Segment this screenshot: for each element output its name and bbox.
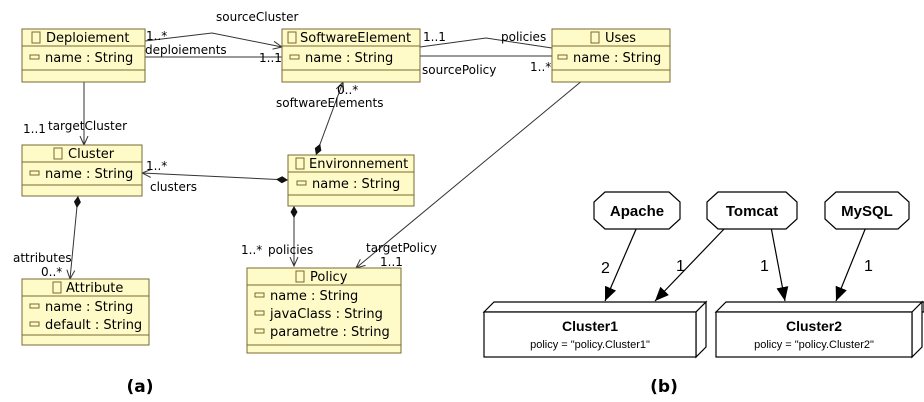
- class-icon: [52, 281, 62, 294]
- attribute-icon: [29, 54, 40, 60]
- assoc-softwareelements-line: [316, 82, 343, 156]
- edge-weight: 1: [676, 258, 685, 275]
- node-label: Tomcat: [726, 203, 778, 220]
- edge-tomcat-cluster1: [654, 226, 727, 302]
- cluster-name: Cluster1: [562, 318, 618, 334]
- class-title: Environnement: [309, 157, 408, 172]
- class-title: Uses: [605, 31, 636, 46]
- node-label: MySQL: [841, 203, 893, 220]
- mult-sw-uses: 1..1: [423, 30, 446, 44]
- class-cluster: Cluster name : String: [21, 144, 143, 197]
- mult-attr: 0..*: [41, 265, 62, 279]
- class-icon: [590, 31, 600, 44]
- class-icon: [287, 31, 297, 44]
- association-lines: [70, 32, 584, 279]
- attribute-icon: [29, 170, 40, 176]
- class-title: Attribute: [66, 281, 123, 296]
- class-softwareelement: SoftwareElement name : String: [281, 28, 421, 83]
- assoc-targetpolicy-line: [356, 79, 584, 268]
- assoc-policies-line: [419, 37, 553, 49]
- attribute-name: name : String: [270, 289, 358, 304]
- class-title: Cluster: [68, 147, 115, 162]
- class-title: Policy: [310, 270, 348, 285]
- attribute-name: name : String: [45, 51, 133, 66]
- class-environnement: Environnement name : String: [287, 154, 415, 207]
- role-sourcepolicy: sourcePolicy: [422, 63, 496, 77]
- deployment-graph: 2 1 1 1 Apache Tomcat MySQL Cluster1 pol…: [482, 191, 924, 359]
- role-clusters: clusters: [150, 180, 197, 194]
- role-targetpolicy: targetPolicy: [366, 241, 437, 255]
- edge-weight: 1: [864, 258, 873, 275]
- cluster-name: Cluster2: [786, 318, 842, 334]
- mult-dep-1: 1..*: [146, 29, 167, 43]
- node-tomcat: Tomcat: [706, 191, 798, 230]
- edge-apache-cluster1: [604, 226, 638, 302]
- mult-clusters: 1..*: [146, 159, 167, 173]
- edge-tomcat-cluster2: [770, 226, 789, 302]
- role-deploiements: deploiements: [145, 43, 227, 57]
- attribute-javaclass: javaClass : String: [269, 307, 383, 322]
- attribute-icon: [254, 310, 265, 316]
- class-title: Deploiement: [46, 31, 129, 46]
- attribute-icon: [296, 180, 307, 186]
- assoc-clusters-line: [142, 173, 289, 180]
- mult-policies: 1..*: [241, 243, 262, 257]
- cluster-policy: policy = "policy.Cluster1": [530, 339, 650, 351]
- attribute-name: name : String: [45, 167, 133, 182]
- association-labels: sourceCluster deploiements 1..* 1..1 pol…: [13, 10, 551, 279]
- role-policies-top: policies: [501, 30, 546, 44]
- attribute-parametre: parametre : String: [270, 325, 390, 340]
- attribute-icon: [254, 328, 265, 334]
- attribute-icon: [29, 321, 40, 327]
- assoc-attributes-line: [70, 195, 78, 279]
- node-mysql: MySQL: [824, 191, 910, 230]
- caption-a: (a): [126, 377, 153, 397]
- mult-tp: 1..1: [380, 255, 403, 269]
- role-policies: policies: [268, 243, 313, 257]
- attribute-name: name : String: [573, 51, 661, 66]
- assoc-sourcecluster-line: [144, 32, 282, 47]
- node-cluster1: Cluster1 policy = "policy.Cluster1": [482, 300, 708, 359]
- attribute-name: name : String: [312, 177, 400, 192]
- class-icon: [295, 270, 305, 283]
- role-sourcecluster: sourceCluster: [216, 10, 299, 24]
- uml-diagram: Deploiement name : String SoftwareElemen…: [13, 10, 671, 354]
- role-softwareelements: softwareElements: [276, 96, 383, 110]
- caption-b: (b): [650, 377, 678, 397]
- node-cluster2: Cluster2 policy = "policy.Cluster2": [714, 300, 924, 359]
- mult-sw: 0..*: [337, 83, 358, 97]
- attribute-default: default : String: [45, 318, 142, 333]
- cluster-policy: policy = "policy.Cluster2": [754, 339, 874, 351]
- edge-weight: 2: [601, 260, 610, 277]
- attribute-icon: [557, 54, 568, 60]
- mult-dep-2: 1..1: [259, 51, 282, 65]
- attribute-name: name : String: [305, 51, 393, 66]
- attribute-icon: [289, 54, 300, 60]
- class-icon: [31, 31, 41, 44]
- mult-target: 1..1: [23, 122, 46, 136]
- edge-weight: 1: [760, 258, 769, 275]
- attribute-icon: [29, 303, 40, 309]
- mult-uses: 1..*: [530, 60, 551, 74]
- role-targetcluster: targetCluster: [48, 119, 127, 133]
- attribute-icon: [254, 292, 265, 298]
- class-icon: [53, 147, 63, 160]
- class-title: SoftwareElement: [300, 31, 411, 46]
- edge-mysql-cluster2: [835, 226, 867, 302]
- attribute-name: name : String: [45, 300, 133, 315]
- class-deploiement: Deploiement name : String: [21, 28, 146, 83]
- class-attribute: Attribute name : String default : String: [21, 278, 150, 346]
- role-attributes: attributes: [13, 251, 72, 265]
- node-apache: Apache: [593, 191, 681, 230]
- class-policy: Policy name : String javaClass : String …: [246, 267, 402, 354]
- class-icon: [295, 157, 305, 170]
- class-uses: Uses name : String: [551, 28, 671, 83]
- node-label: Apache: [610, 203, 664, 220]
